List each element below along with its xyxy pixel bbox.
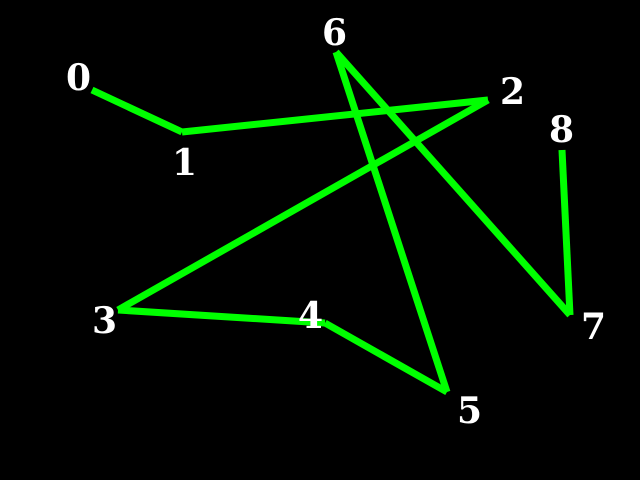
segment-0-1: [90, 86, 184, 136]
dot-label-5: 5: [457, 390, 482, 432]
dot-label-6: 6: [322, 12, 347, 54]
segment-3-4: [117, 306, 326, 327]
segment-7-8: [558, 149, 574, 316]
segment-6-7: [333, 49, 573, 318]
segment-4-5: [323, 319, 449, 396]
dot-label-0: 0: [66, 57, 91, 99]
dot-label-1: 1: [172, 142, 197, 184]
dot-label-3: 3: [92, 300, 117, 342]
dot-label-4: 4: [298, 295, 323, 337]
dot-label-2: 2: [500, 71, 525, 113]
segment-1-2: [181, 96, 489, 136]
dot-label-8: 8: [549, 109, 574, 151]
segment-5-6: [332, 50, 451, 394]
dot-label-7: 7: [581, 306, 606, 348]
segment-2-3: [116, 96, 490, 314]
